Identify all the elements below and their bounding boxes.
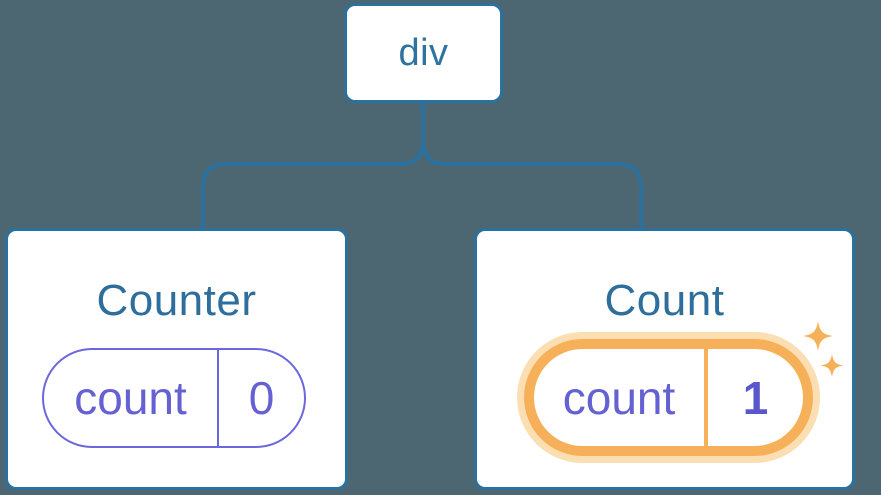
state-pill: count 0 — [42, 348, 306, 448]
component-title: Counter — [96, 276, 257, 325]
state-value: 0 — [248, 372, 275, 424]
state-value: 1 — [742, 371, 769, 424]
state-key-label: count — [534, 349, 708, 446]
component-card-count: Count count 1 — [474, 228, 855, 490]
component-title: Count — [604, 276, 725, 325]
state-pill-highlighted: count 1 — [517, 332, 820, 463]
sparkles-icon — [803, 321, 844, 377]
component-card-counter: Counter count 0 — [5, 228, 348, 490]
tree-node-root: div — [344, 3, 503, 103]
state-pill-highlight-ring: count 1 — [524, 339, 813, 456]
root-node-label: div — [398, 31, 449, 74]
state-key-label: count — [44, 350, 219, 446]
state-pill-inner: count 1 — [534, 349, 803, 446]
